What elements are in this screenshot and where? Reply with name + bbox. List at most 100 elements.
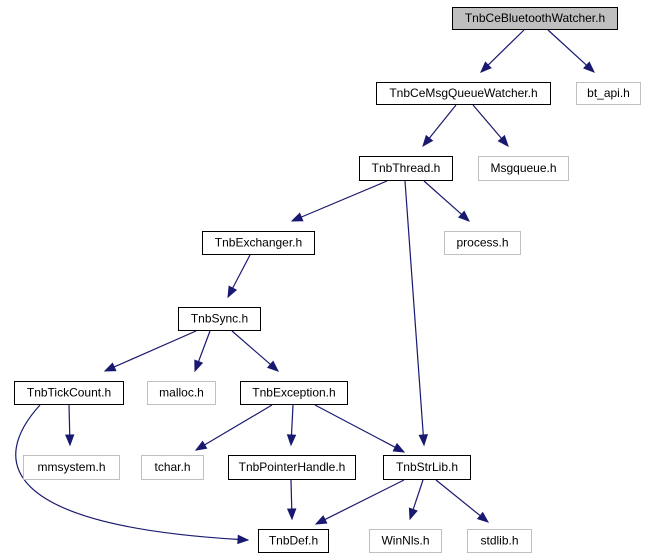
node-exception[interactable]: TnbException.h: [240, 381, 348, 405]
node-box: [576, 82, 641, 105]
edge-tickcount-to-def: [15, 404, 250, 545]
node-strlib[interactable]: TnbStrLib.h: [383, 455, 471, 480]
edge-line: [15, 404, 239, 540]
edge-line: [113, 330, 197, 368]
edge-line: [290, 404, 294, 436]
edge-strlib-to-winnls: [408, 479, 424, 521]
edge-exception-to-pointerhandle: [286, 404, 297, 447]
node-pointerhandle[interactable]: TnbPointerHandle.h: [228, 455, 356, 480]
node-def[interactable]: TnbDef.h: [258, 529, 329, 553]
node-box: [178, 307, 261, 331]
edge-thread-to-process: [423, 180, 471, 222]
arrowhead-icon: [314, 515, 328, 525]
edge-line: [300, 180, 388, 218]
edge-sync-to-malloc: [194, 330, 211, 373]
node-msgqueue: Msgqueue.h: [478, 156, 569, 181]
edge-tickcount-to-mmsystem: [65, 404, 75, 447]
edge-line: [290, 479, 293, 510]
dependency-edges: [15, 29, 595, 545]
node-label: process.h: [456, 236, 508, 250]
arrowhead-icon: [408, 507, 418, 521]
arrowhead-icon: [65, 434, 75, 447]
node-thread[interactable]: TnbThread.h: [359, 156, 453, 181]
edge-ce_bt_watcher-to-ce_msg_watcher: [480, 29, 525, 73]
node-process: process.h: [444, 231, 521, 255]
node-exchanger[interactable]: TnbExchanger.h: [202, 231, 315, 255]
edge-line: [231, 330, 271, 365]
edge-line: [197, 330, 211, 362]
node-box: [240, 381, 348, 405]
edge-line: [324, 479, 405, 521]
node-label: TnbThread.h: [372, 161, 441, 175]
edge-sync-to-tickcount: [103, 330, 197, 372]
node-label: TnbCeBluetoothWatcher.h: [465, 11, 605, 25]
node-box: [444, 231, 521, 255]
node-label: TnbPointerHandle.h: [239, 460, 346, 474]
arrowhead-icon: [286, 434, 297, 447]
arrowhead-icon: [458, 210, 471, 222]
node-box: [359, 156, 453, 181]
arrowhead-icon: [194, 359, 204, 373]
edge-line: [404, 180, 424, 436]
arrowhead-icon: [227, 285, 238, 299]
arrowhead-icon: [103, 362, 117, 372]
arrowhead-icon: [583, 61, 595, 73]
edge-thread-to-strlib: [404, 180, 429, 447]
node-box: [452, 7, 618, 30]
edge-line: [204, 404, 273, 446]
node-box: [258, 529, 329, 553]
edge-line: [412, 479, 424, 510]
node-label: mmsystem.h: [37, 460, 105, 474]
arrowhead-icon: [290, 212, 304, 222]
node-box: [23, 455, 120, 480]
node-malloc: malloc.h: [147, 381, 216, 405]
node-label: TnbExchanger.h: [215, 236, 302, 250]
edge-line: [423, 180, 462, 215]
node-box: [202, 231, 315, 255]
node-ce-msg-watcher[interactable]: TnbCeMsgQueueWatcher.h: [376, 82, 551, 105]
edge-exchanger-to-sync: [227, 254, 251, 299]
edge-exception-to-tchar: [194, 404, 273, 451]
edge-ce_msg_watcher-to-msgqueue: [472, 104, 509, 148]
edge-pointerhandle-to-def: [286, 479, 297, 521]
file-nodes: TnbCeBluetoothWatcher.hTnbCeMsgQueueWatc…: [14, 7, 641, 553]
node-label: TnbCeMsgQueueWatcher.h: [389, 86, 537, 100]
node-box: [383, 455, 471, 480]
node-box: [467, 529, 532, 553]
arrowhead-icon: [194, 440, 208, 451]
edge-strlib-to-def: [314, 479, 405, 525]
arrowhead-icon: [418, 434, 429, 447]
node-box: [369, 529, 442, 553]
node-sync[interactable]: TnbSync.h: [178, 307, 261, 331]
edge-line: [232, 254, 251, 289]
edge-ce_bt_watcher-to-bt_api: [547, 29, 595, 73]
arrowhead-icon: [237, 534, 250, 545]
node-box: [478, 156, 569, 181]
edge-exception-to-strlib: [314, 404, 406, 453]
node-bt-api: bt_api.h: [576, 82, 641, 105]
node-stdlib: stdlib.h: [467, 529, 532, 553]
node-label: WinNls.h: [381, 534, 429, 548]
arrowhead-icon: [422, 134, 434, 148]
node-box: [14, 381, 124, 405]
node-box: [141, 455, 204, 480]
node-label: malloc.h: [159, 386, 204, 400]
arrowhead-icon: [392, 442, 406, 453]
edge-line: [435, 479, 481, 517]
node-label: bt_api.h: [587, 86, 630, 100]
edge-line: [314, 404, 396, 448]
node-label: TnbTickCount.h: [27, 386, 111, 400]
arrowhead-icon: [286, 508, 297, 521]
node-ce-bt-watcher[interactable]: TnbCeBluetoothWatcher.h: [452, 7, 618, 30]
node-box: [376, 82, 551, 105]
node-tickcount[interactable]: TnbTickCount.h: [14, 381, 124, 405]
node-label: TnbSync.h: [191, 312, 248, 326]
edge-sync-to-exception: [231, 330, 280, 372]
edge-line: [68, 404, 71, 436]
node-mmsystem: mmsystem.h: [23, 455, 120, 480]
arrowhead-icon: [266, 360, 280, 372]
node-label: TnbException.h: [252, 386, 335, 400]
arrowhead-icon: [476, 511, 490, 523]
node-label: stdlib.h: [480, 534, 518, 548]
